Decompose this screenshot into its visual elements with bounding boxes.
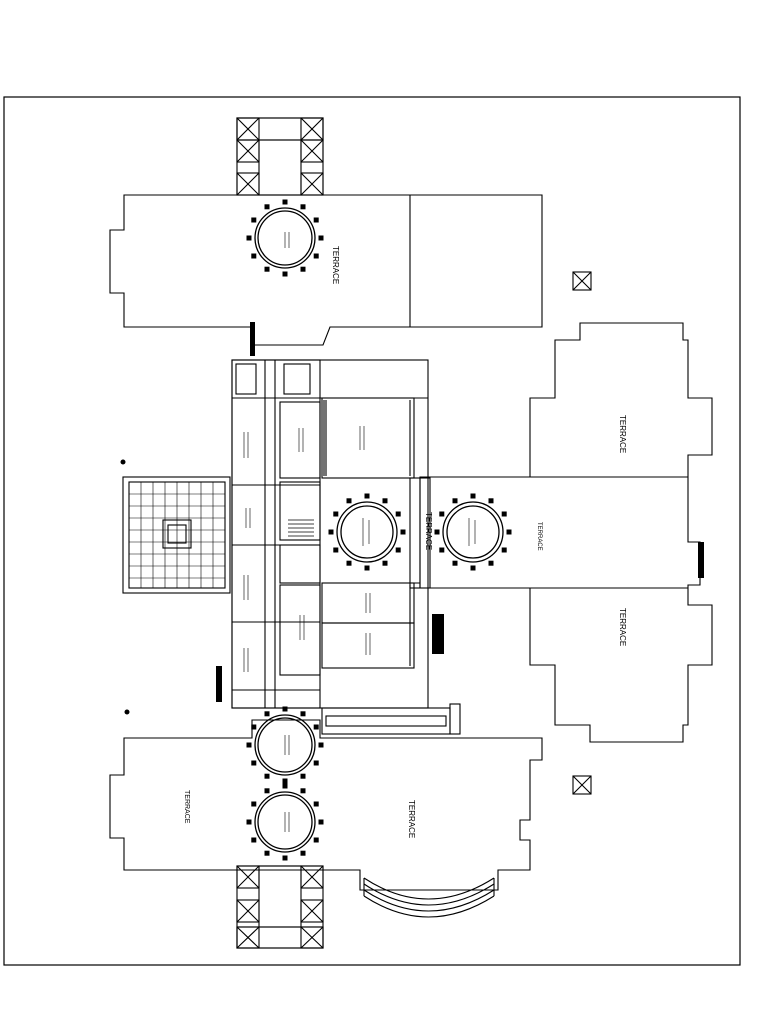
chair [251, 801, 257, 807]
round-table-center-right [442, 501, 504, 563]
chair [264, 850, 270, 856]
annotation-marks [120, 322, 704, 715]
chair [300, 850, 306, 856]
chair [282, 271, 288, 277]
chair [400, 529, 406, 535]
label-terrace-center: TERRACE [424, 512, 433, 550]
chair [300, 773, 306, 779]
chair [382, 498, 388, 504]
chair [264, 788, 270, 794]
round-table-top [254, 207, 316, 269]
chair [346, 498, 352, 504]
chair [313, 837, 319, 843]
chair [251, 724, 257, 730]
chair [282, 855, 288, 861]
top-entrance-porch [236, 117, 324, 196]
chair [364, 565, 370, 571]
stair [288, 519, 314, 537]
chair [439, 511, 445, 517]
chair [300, 788, 306, 794]
bottom-wing-outline [109, 719, 543, 891]
bottom-entrance-porch [236, 865, 324, 949]
chair [300, 266, 306, 272]
round-table-bottom-lower [254, 791, 316, 853]
chair [313, 724, 319, 730]
right-wing-outline [419, 322, 713, 743]
sheet-border [3, 96, 741, 966]
column-right-lower [572, 775, 592, 795]
central-core [231, 359, 429, 709]
curved-stair [363, 877, 495, 918]
chair [246, 742, 252, 748]
chair [282, 783, 288, 789]
chair [264, 266, 270, 272]
round-table-center-left [336, 501, 398, 563]
chair [501, 547, 507, 553]
long-table [321, 703, 461, 735]
label-terrace-bottom-left: TERRACE [183, 790, 190, 824]
chair [364, 493, 370, 499]
chair [282, 706, 288, 712]
chair [246, 235, 252, 241]
chair [382, 560, 388, 566]
chair [452, 560, 458, 566]
chairs [246, 199, 512, 861]
chair [282, 199, 288, 205]
atrium [122, 476, 231, 594]
chair [452, 498, 458, 504]
chair [264, 204, 270, 210]
label-terrace-bottom-right: TERRACE [407, 800, 416, 838]
label-terrace-top: TERRACE [331, 246, 340, 284]
label-terrace-right-upper: TERRACE [618, 415, 627, 453]
chair [395, 547, 401, 553]
chair [328, 529, 334, 535]
chair [251, 217, 257, 223]
chair [313, 801, 319, 807]
chair [264, 711, 270, 717]
chair [506, 529, 512, 535]
chair [313, 760, 319, 766]
chair [488, 560, 494, 566]
chair [439, 547, 445, 553]
chair [318, 235, 324, 241]
chair [318, 819, 324, 825]
chair [395, 511, 401, 517]
chair [282, 778, 288, 784]
chair [501, 511, 507, 517]
top-wing-outline [109, 194, 543, 346]
chair [346, 560, 352, 566]
chair [300, 204, 306, 210]
chair [300, 711, 306, 717]
label-terrace-right-center: TERRACE [536, 522, 542, 551]
chair [470, 565, 476, 571]
round-table-bottom-upper [254, 714, 316, 776]
chair [333, 511, 339, 517]
chair [246, 819, 252, 825]
label-terrace-right-lower: TERRACE [618, 608, 627, 646]
chair [434, 529, 440, 535]
central-hall [322, 477, 431, 589]
chair [251, 760, 257, 766]
chair [318, 742, 324, 748]
chair [470, 493, 476, 499]
chair [251, 253, 257, 259]
chair [264, 773, 270, 779]
chair [313, 217, 319, 223]
chair [333, 547, 339, 553]
column-right-upper [572, 271, 592, 291]
chair [488, 498, 494, 504]
room-label-marks [243, 232, 476, 832]
chair [251, 837, 257, 843]
atrium-grid [129, 482, 225, 588]
chair [313, 253, 319, 259]
